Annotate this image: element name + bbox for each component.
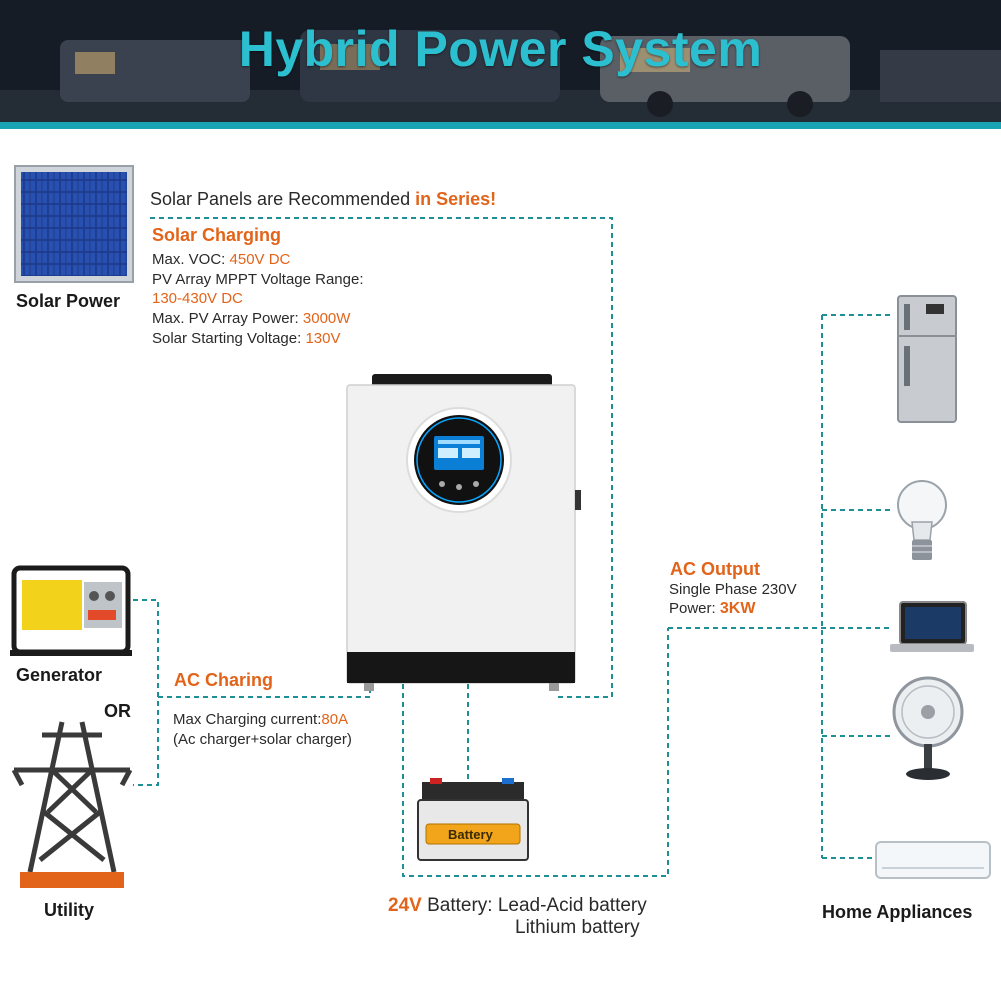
max-pv-power-value: 3000W — [302, 310, 351, 327]
header-banner: Hybrid Power System — [0, 0, 1001, 122]
battery-icon — [417, 778, 529, 861]
charger-note: (Ac charger+solar charger) — [173, 731, 352, 748]
recommend-text: Solar Panels are Recommended — [150, 189, 416, 209]
utility-tower-icon — [11, 721, 133, 873]
max-pv-power-line: Max. PV Array Power: 3000W — [152, 310, 350, 327]
generator-label: Generator — [16, 665, 103, 685]
fridge-icon — [897, 295, 957, 423]
or-label: OR — [104, 701, 131, 721]
title-underline-bar — [0, 122, 1001, 129]
generator-icon — [10, 565, 132, 656]
solar-panel-icon — [14, 165, 134, 283]
home-appliances-label: Home Appliances — [822, 902, 973, 922]
max-charging-current-line: Max Charging current:80A — [173, 711, 348, 728]
recommend-highlight: in Series! — [415, 189, 497, 209]
max-voc-line: Max. VOC: 450V DC — [152, 251, 290, 268]
battery-voltage: 24V — [388, 895, 422, 916]
battery-icon-text: Battery — [448, 827, 493, 842]
max-pv-power-label: Max. PV Array Power: — [152, 310, 303, 327]
solar-start-voltage-value: 130V — [305, 330, 341, 347]
laptop-icon — [890, 601, 974, 652]
page-title: Hybrid Power System — [238, 21, 763, 77]
max-charging-current-value: 80A — [321, 711, 349, 728]
ac-output-phase: Single Phase 230V — [669, 581, 797, 598]
tower-base — [20, 872, 124, 888]
max-charging-current-label: Max Charging current: — [173, 711, 322, 728]
ac-output-power-label: Power: — [669, 600, 720, 617]
ac-charging-header: AC Charing — [174, 670, 273, 690]
battery-type-label: Battery: Lead-Acid battery — [421, 895, 647, 916]
air-conditioner-icon — [875, 841, 991, 879]
inverter-icon — [346, 374, 581, 691]
battery-type-line: 24V Battery: Lead-Acid battery — [388, 895, 647, 917]
max-voc-value: 450V DC — [229, 251, 291, 268]
mppt-range-label: PV Array MPPT Voltage Range: — [152, 271, 364, 288]
ac-output-power-line: Power: 3KW — [669, 600, 755, 618]
battery-type-2: Lithium battery — [515, 917, 640, 938]
fan-icon — [892, 676, 964, 780]
solar-recommendation: Solar Panels are Recommended in Series! — [150, 189, 496, 210]
light-bulb-icon — [897, 480, 947, 560]
solar-start-voltage-line: Solar Starting Voltage: 130V — [152, 330, 340, 347]
ac-output-header: AC Output — [670, 559, 760, 579]
rv-background-image — [0, 0, 1001, 122]
solar-charging-header: Solar Charging — [152, 225, 282, 245]
mppt-range-value: 130-430V DC — [152, 290, 243, 307]
utility-label: Utility — [44, 900, 95, 920]
solar-start-voltage-label: Solar Starting Voltage: — [152, 330, 306, 347]
max-voc-label: Max. VOC: — [152, 251, 230, 268]
ac-output-power-value: 3KW — [719, 600, 756, 617]
solar-power-label: Solar Power — [16, 291, 121, 311]
